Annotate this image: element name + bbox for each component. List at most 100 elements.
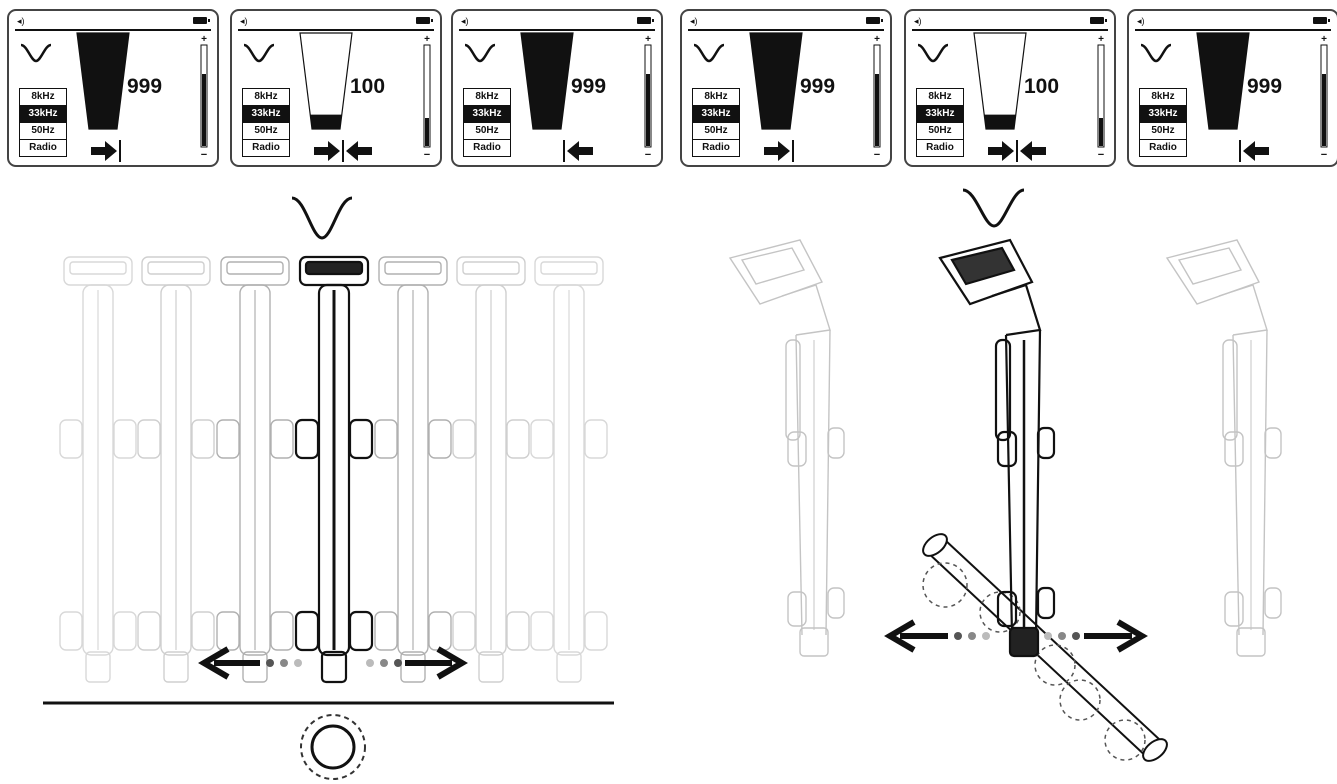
guidance-arrow-icon <box>91 140 121 162</box>
level-fill <box>202 74 206 146</box>
signal-level-bar: +− <box>1097 34 1105 161</box>
signal-meter-icon <box>299 32 353 130</box>
signal-meter-icon <box>973 32 1027 130</box>
signal-reading: 100 <box>350 75 386 98</box>
guidance-arrow-icon <box>314 140 372 162</box>
signal-reading: 999 <box>800 75 836 98</box>
peak-mode-icon <box>693 43 725 63</box>
frequency-option[interactable]: 8kHz <box>243 89 289 106</box>
peak-mode-icon <box>917 43 949 63</box>
right-dot <box>982 632 990 640</box>
left-dot <box>280 659 288 667</box>
level-fill <box>425 118 429 146</box>
signal-level-bar: +− <box>423 34 431 161</box>
locator-device-icon <box>728 239 845 657</box>
right-guidance-arrows <box>884 619 1148 653</box>
status-bar: ◂) <box>1135 15 1331 31</box>
frequency-option[interactable]: Radio <box>243 140 289 156</box>
battery-icon <box>193 17 210 24</box>
level-max-label: + <box>1098 34 1104 45</box>
locator-device-icon <box>1165 239 1282 657</box>
locator-device-icon <box>294 255 374 684</box>
status-bar: ◂) <box>15 15 211 31</box>
frequency-option[interactable]: 33kHz <box>20 106 66 123</box>
frequency-option[interactable]: 8kHz <box>464 89 510 106</box>
level-min-label: − <box>1321 149 1327 161</box>
frequency-option[interactable]: 33kHz <box>693 106 739 123</box>
left-dot <box>366 659 374 667</box>
frequency-option[interactable]: 8kHz <box>693 89 739 106</box>
peak-mode-icon <box>464 43 496 63</box>
frequency-option[interactable]: 33kHz <box>917 106 963 123</box>
frequency-option[interactable]: 8kHz <box>917 89 963 106</box>
speaker-icon: ◂) <box>240 16 248 26</box>
level-fill <box>875 74 879 146</box>
frequency-option[interactable]: 8kHz <box>20 89 66 106</box>
guidance-arrow-icon <box>563 140 593 162</box>
frequency-option[interactable]: 50Hz <box>20 123 66 140</box>
signal-reading: 100 <box>1024 75 1060 98</box>
frequency-option[interactable]: 8kHz <box>1140 89 1186 106</box>
signal-reading: 999 <box>571 75 607 98</box>
frequency-option[interactable]: Radio <box>20 140 66 156</box>
locator-device-icon <box>137 256 215 683</box>
locator-device-icon <box>216 256 294 683</box>
signal-level-bar: +− <box>1320 34 1328 161</box>
locator-device-icon <box>938 238 1056 658</box>
right-arrow-left <box>884 619 948 653</box>
level-max-label: + <box>874 34 880 45</box>
left-arrow-left <box>198 646 260 680</box>
left-guidance-arrows <box>198 646 468 680</box>
frequency-option[interactable]: 50Hz <box>693 123 739 140</box>
peak-mode-icon-right <box>962 188 1025 228</box>
frequency-option[interactable]: 50Hz <box>243 123 289 140</box>
frequency-option[interactable]: 33kHz <box>1140 106 1186 123</box>
frequency-option[interactable]: Radio <box>917 140 963 156</box>
status-bar: ◂) <box>459 15 655 31</box>
signal-meter-icon <box>749 32 803 130</box>
locator-device-icon <box>374 256 452 683</box>
left-arrow-right <box>405 646 468 680</box>
peak-mode-icon <box>243 43 275 63</box>
right-dot <box>1058 632 1066 640</box>
level-min-label: − <box>645 149 651 161</box>
speaker-icon: ◂) <box>690 16 698 26</box>
level-fill <box>646 74 650 146</box>
level-max-label: + <box>201 34 207 45</box>
frequency-option[interactable]: 33kHz <box>243 106 289 123</box>
speaker-icon: ◂) <box>461 16 469 26</box>
frequency-option[interactable]: Radio <box>464 140 510 156</box>
left-dot <box>394 659 402 667</box>
left-dot <box>294 659 302 667</box>
level-min-label: − <box>201 149 207 161</box>
signal-reading: 999 <box>127 75 163 98</box>
battery-icon <box>416 17 433 24</box>
left-dot <box>380 659 388 667</box>
pipe-icon <box>922 533 1168 762</box>
right-dot <box>1072 632 1080 640</box>
level-max-label: + <box>424 34 430 45</box>
frequency-option[interactable]: 33kHz <box>464 106 510 123</box>
signal-reading: 999 <box>1247 75 1283 98</box>
frequency-option[interactable]: Radio <box>1140 140 1186 156</box>
level-max-label: + <box>645 34 651 45</box>
frequency-option[interactable]: Radio <box>693 140 739 156</box>
status-bar: ◂) <box>912 15 1108 31</box>
locator-device-icon <box>59 256 137 683</box>
frequency-option[interactable]: 50Hz <box>464 123 510 140</box>
battery-icon <box>1313 17 1330 24</box>
speaker-icon: ◂) <box>1137 16 1145 26</box>
frequency-option[interactable]: 50Hz <box>917 123 963 140</box>
battery-icon <box>1090 17 1107 24</box>
frequency-option[interactable]: 50Hz <box>1140 123 1186 140</box>
